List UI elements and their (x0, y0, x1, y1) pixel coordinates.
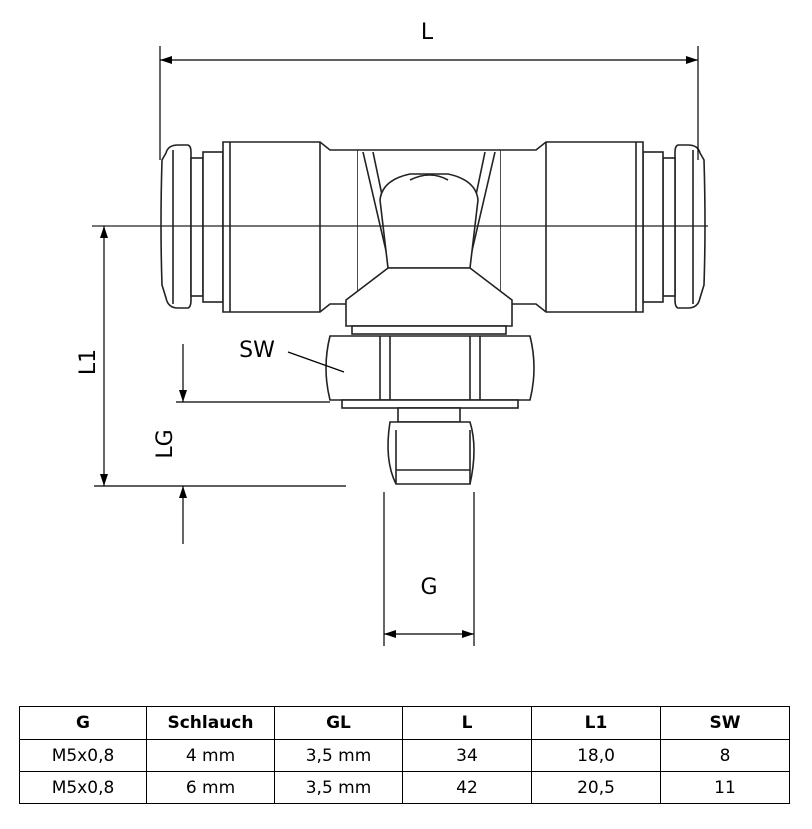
header-l1: L1 (531, 706, 661, 740)
cell-g: M5x0,8 (19, 739, 147, 772)
cell-l1: 20,5 (531, 771, 661, 804)
spec-table: G Schlauch GL L L1 SW M5x0,8 4 mm 3,5 mm… (19, 706, 790, 804)
hex-nut (325, 335, 535, 401)
dimension-LG (176, 344, 330, 544)
table-header-row: G Schlauch GL L L1 SW (19, 706, 790, 740)
cell-gl: 3,5 mm (274, 771, 403, 804)
cell-l: 42 (402, 771, 532, 804)
t-fitting (160, 141, 706, 485)
cell-l1: 18,0 (531, 739, 661, 772)
table-row: M5x0,8 4 mm 3,5 mm 34 18,0 8 (19, 739, 790, 772)
technical-drawing: L L1 LG G SW (76, 20, 708, 646)
cell-g: M5x0,8 (19, 771, 147, 804)
header-schlauch: Schlauch (146, 706, 275, 740)
header-gl: GL (274, 706, 403, 740)
sw-leader (287, 351, 345, 373)
cell-sw: 11 (660, 771, 790, 804)
label-G: G (420, 575, 437, 600)
header-l: L (402, 706, 532, 740)
dimension-G (383, 492, 475, 646)
label-SW: SW (239, 338, 275, 363)
right-collet (662, 157, 676, 297)
right-body (499, 141, 644, 313)
dimension-L1 (94, 226, 346, 487)
cell-sw: 8 (660, 739, 790, 772)
table-row: M5x0,8 6 mm 3,5 mm 42 20,5 11 (19, 771, 790, 804)
thread (387, 421, 475, 485)
label-L: L (421, 20, 434, 45)
thread-neck (397, 407, 461, 423)
cell-schlauch: 6 mm (146, 771, 275, 804)
header-g: G (19, 706, 147, 740)
label-L1: L1 (76, 349, 101, 375)
left-body (222, 141, 359, 313)
hex-shoulder (345, 267, 513, 327)
header-sw: SW (660, 706, 790, 740)
left-collet (190, 157, 204, 297)
cell-schlauch: 4 mm (146, 739, 275, 772)
dimension-L (159, 46, 699, 160)
cell-gl: 3,5 mm (274, 739, 403, 772)
label-LG: LG (153, 429, 178, 458)
center-boss (379, 173, 479, 269)
cell-l: 34 (402, 739, 532, 772)
